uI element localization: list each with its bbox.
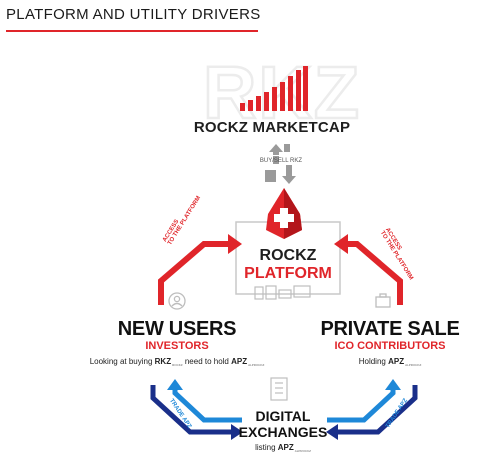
access-arrow-left: [158, 241, 230, 305]
building-icon: [270, 377, 288, 401]
apz-token: APZ: [277, 443, 294, 452]
swiss-cross-icon: [266, 188, 302, 239]
access-arrowhead-right: [334, 234, 348, 254]
devices-icon: [254, 285, 311, 300]
new-users-title: NEW USERS: [117, 318, 237, 340]
access-arrowhead-left: [228, 234, 242, 254]
apz-token-sub: ALPROCKZ: [405, 363, 422, 367]
trade-arrowhead-left-inner: [167, 379, 183, 390]
rkz-token: RKZ: [154, 357, 172, 366]
trade-arrow-left-inner: [172, 388, 242, 423]
buy-sell-arrows-icon: [265, 144, 296, 184]
marketcap-title: ROCKZ MARKETCAP: [193, 119, 351, 136]
access-arrow-right: [346, 241, 403, 305]
exchanges-description: listing APZALPROCKZ: [255, 443, 311, 453]
trade-arrow-right-inner: [327, 388, 396, 423]
new-users-subtitle: INVESTORS: [145, 340, 209, 352]
exchanges-desc-pre: listing: [255, 443, 276, 452]
exchanges-title-line2: EXCHANGES: [238, 424, 328, 440]
page-title: PLATFORM AND UTILITY DRIVERS: [6, 6, 261, 23]
new-users-desc-mid: need to hold: [184, 357, 229, 366]
user-icon: [168, 292, 186, 310]
private-sale-title: PRIVATE SALE: [320, 318, 460, 340]
trade-arrowhead-left-outer: [231, 424, 243, 440]
trade-arrow-right-outer: [336, 385, 418, 435]
apz-token: APZ: [388, 357, 405, 366]
platform-title-line2: PLATFORM: [244, 265, 332, 282]
rkz-token-sub: ROCKZ: [172, 363, 183, 367]
trade-arrowhead-right-outer: [326, 424, 338, 440]
new-users-desc-pre: Looking at buying: [89, 357, 153, 366]
new-users-description: Looking at buying RKZROCKZ need to hold …: [90, 357, 265, 367]
buy-sell-label: BUY/SELL RKZ: [259, 158, 303, 164]
apz-token: APZ: [231, 357, 248, 366]
platform-title-line1: ROCKZ: [259, 247, 317, 264]
apz-token-sub: ALPROCKZ: [248, 363, 265, 367]
trade-arrow-left-outer: [150, 385, 233, 435]
private-sale-description: Holding APZALPROCKZ: [359, 357, 422, 367]
bar-chart-icon: [240, 66, 308, 111]
private-sale-subtitle: ICO CONTRIBUTORS: [334, 340, 446, 352]
trade-arrowhead-right-inner: [385, 379, 401, 390]
briefcase-icon: [375, 293, 391, 308]
title-underline: [6, 30, 258, 32]
exchanges-title-line1: DIGITAL: [255, 408, 311, 424]
private-sale-desc-pre: Holding: [358, 357, 386, 366]
apz-token-sub: ALPROCKZ: [294, 449, 311, 453]
